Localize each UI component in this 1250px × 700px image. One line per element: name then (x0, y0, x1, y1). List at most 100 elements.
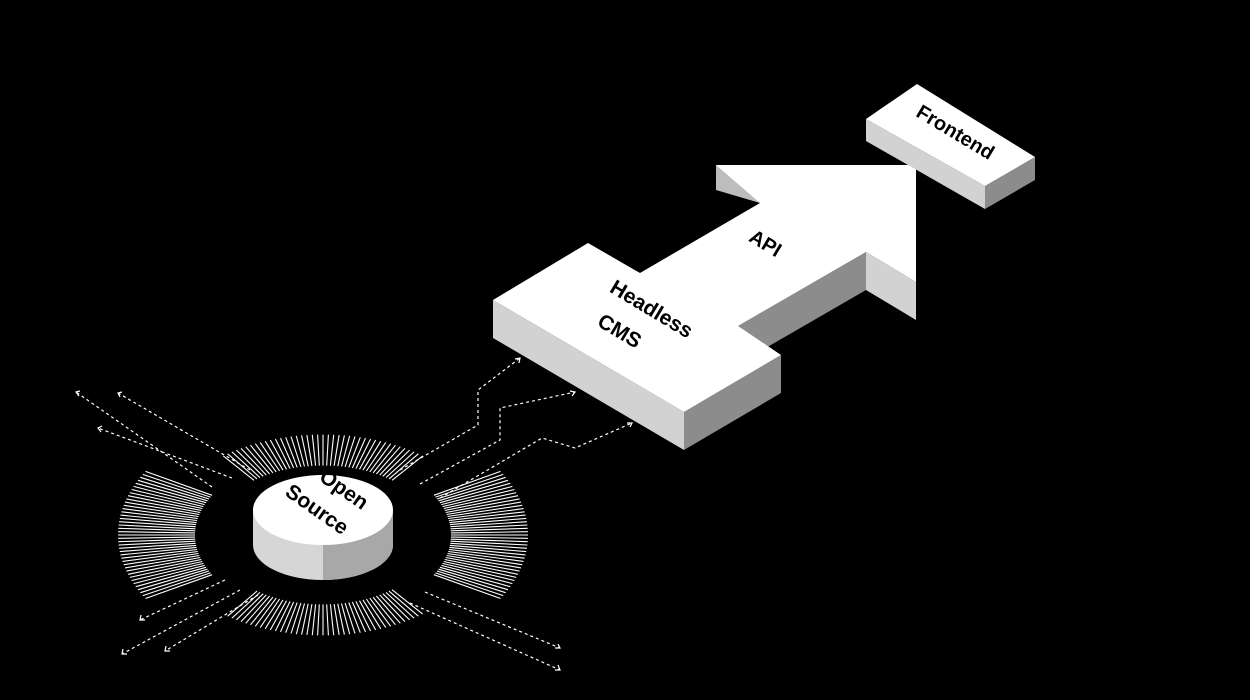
ray-line (227, 590, 258, 617)
ray-line (447, 552, 523, 566)
ray-line (254, 443, 277, 473)
ray-line (329, 604, 335, 636)
ray-line (227, 453, 258, 480)
dashed-arrow-nw-2 (97, 427, 233, 479)
api-head-right-face (866, 252, 916, 320)
ray-line (359, 600, 377, 631)
ray-line (301, 435, 309, 467)
frontend-left-face (866, 119, 985, 209)
dashed-arrow-nw-3 (117, 392, 251, 471)
dashed-arrow-sw-1 (139, 579, 226, 621)
ray-line (450, 527, 528, 532)
ray-line (448, 511, 525, 522)
ray-line (450, 542, 527, 549)
ray-line (450, 521, 527, 528)
ray-line (439, 482, 511, 504)
ray-line (449, 546, 526, 556)
arrowhead-nw-3 (117, 391, 123, 398)
ray-line (119, 544, 197, 553)
ray-line (450, 524, 528, 530)
frontend-top-face (866, 84, 1035, 186)
ray-line (126, 498, 201, 514)
ray-line (355, 601, 372, 632)
dashed-arrow-sw-2 (121, 589, 241, 655)
ray-line (279, 437, 295, 469)
ray-line (127, 558, 202, 575)
ray-line (118, 524, 196, 530)
ray-line (264, 599, 284, 630)
ray-line (137, 479, 208, 502)
ray-line (306, 435, 313, 466)
ray-line (333, 435, 340, 466)
connector-to-cms-2 (419, 391, 576, 485)
dashed-arrow-se-2 (409, 602, 561, 671)
ray-line (442, 562, 515, 582)
ray-line (131, 488, 204, 508)
cms-block-left-face (493, 300, 684, 450)
ray-line (126, 556, 201, 572)
ray-line (137, 568, 208, 591)
ray-line (317, 434, 320, 466)
ray-line (382, 593, 410, 621)
ray-line (372, 596, 396, 626)
ray-line (124, 501, 200, 516)
ray-line (450, 531, 528, 534)
ray-line (121, 548, 198, 559)
ray-line (438, 568, 509, 591)
ray-line (337, 603, 345, 635)
headless-cms-api-block: Headless CMS API (493, 165, 916, 450)
ray-line (259, 442, 281, 472)
ray-line (129, 492, 203, 510)
dashed-arrow-nw-1 (75, 391, 213, 488)
ray-line (379, 448, 406, 476)
ray-line (445, 498, 520, 514)
api-head-notch-shade (716, 165, 760, 203)
ray-line (365, 442, 387, 472)
ray-line (290, 602, 302, 634)
arrowhead-cms-2 (569, 390, 577, 397)
ray-line (436, 476, 506, 500)
ray-line (435, 572, 504, 597)
ray-line (285, 602, 298, 633)
ray-line (240, 448, 267, 476)
ray-line (317, 604, 320, 636)
dashed-arrow-se-1 (424, 591, 561, 649)
ray-line (123, 552, 199, 566)
ray-line (254, 597, 277, 627)
ray-line (120, 514, 197, 524)
ray-line (449, 544, 527, 553)
ray-line (351, 601, 367, 633)
arrowhead-cms-1 (514, 357, 521, 364)
ray-line (385, 591, 415, 619)
ray-line (122, 550, 198, 562)
frontend-right-face (985, 157, 1035, 209)
ray-line (245, 595, 271, 624)
ray-line (444, 495, 519, 512)
ray-line (365, 598, 387, 628)
ray-line (127, 495, 202, 512)
ray-line (118, 538, 196, 543)
ray-line (311, 434, 317, 466)
ray-line (450, 538, 528, 543)
ray-line (369, 443, 392, 473)
ray-line (448, 550, 524, 562)
ray-line (344, 602, 356, 634)
ray-line (236, 593, 264, 621)
api-shaft-right-face (738, 252, 866, 364)
ray-line (447, 504, 523, 518)
arrowhead-se-1 (555, 643, 561, 649)
ray-line (240, 594, 267, 622)
ray-line (333, 604, 340, 635)
ray-line (443, 492, 517, 510)
ray-line (140, 570, 210, 594)
ray-line (145, 470, 213, 496)
ray-line (344, 436, 356, 468)
ray-line (133, 564, 205, 585)
ray-line (439, 566, 511, 588)
ray-line (372, 444, 396, 474)
ray-line (446, 501, 522, 516)
ray-line (375, 595, 401, 624)
ray-line (118, 527, 196, 532)
ray-line (274, 438, 291, 469)
